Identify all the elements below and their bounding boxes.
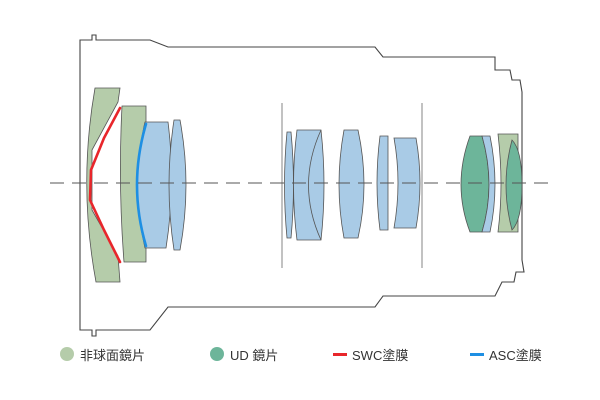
swc-swatch-icon	[333, 352, 347, 356]
legend-swc-label: SWC塗膜	[352, 347, 409, 363]
lens-barrel-outline	[79, 34, 525, 337]
middle-element-1	[284, 131, 294, 239]
rear-element-blue	[481, 135, 496, 233]
swc-coating-line	[88, 106, 122, 264]
asc-swatch-icon	[470, 352, 484, 356]
legend-aspherical-label: 非球面鏡片	[80, 347, 146, 363]
legend-ud-label: UD 鏡片	[230, 347, 279, 363]
legend: 非球面鏡片 UD 鏡片 SWC塗膜 ASC塗膜	[0, 342, 600, 366]
legend-ud: UD 鏡片	[210, 342, 278, 366]
legend-asc-label: ASC塗膜	[489, 347, 542, 363]
aspherical-swatch-icon	[60, 347, 74, 361]
ud-swatch-icon	[210, 347, 224, 361]
front-aspherical-element	[86, 87, 121, 283]
legend-swc: SWC塗膜	[333, 342, 408, 366]
legend-asc: ASC塗膜	[470, 342, 542, 366]
middle-element-3	[338, 129, 365, 239]
fourth-element	[168, 119, 187, 251]
rear-ud-element	[460, 135, 490, 233]
asc-coating-line	[135, 122, 148, 248]
rear-ud-element-2	[505, 139, 523, 231]
legend-aspherical: 非球面鏡片	[60, 342, 145, 366]
middle-doublet-interface	[308, 129, 322, 241]
